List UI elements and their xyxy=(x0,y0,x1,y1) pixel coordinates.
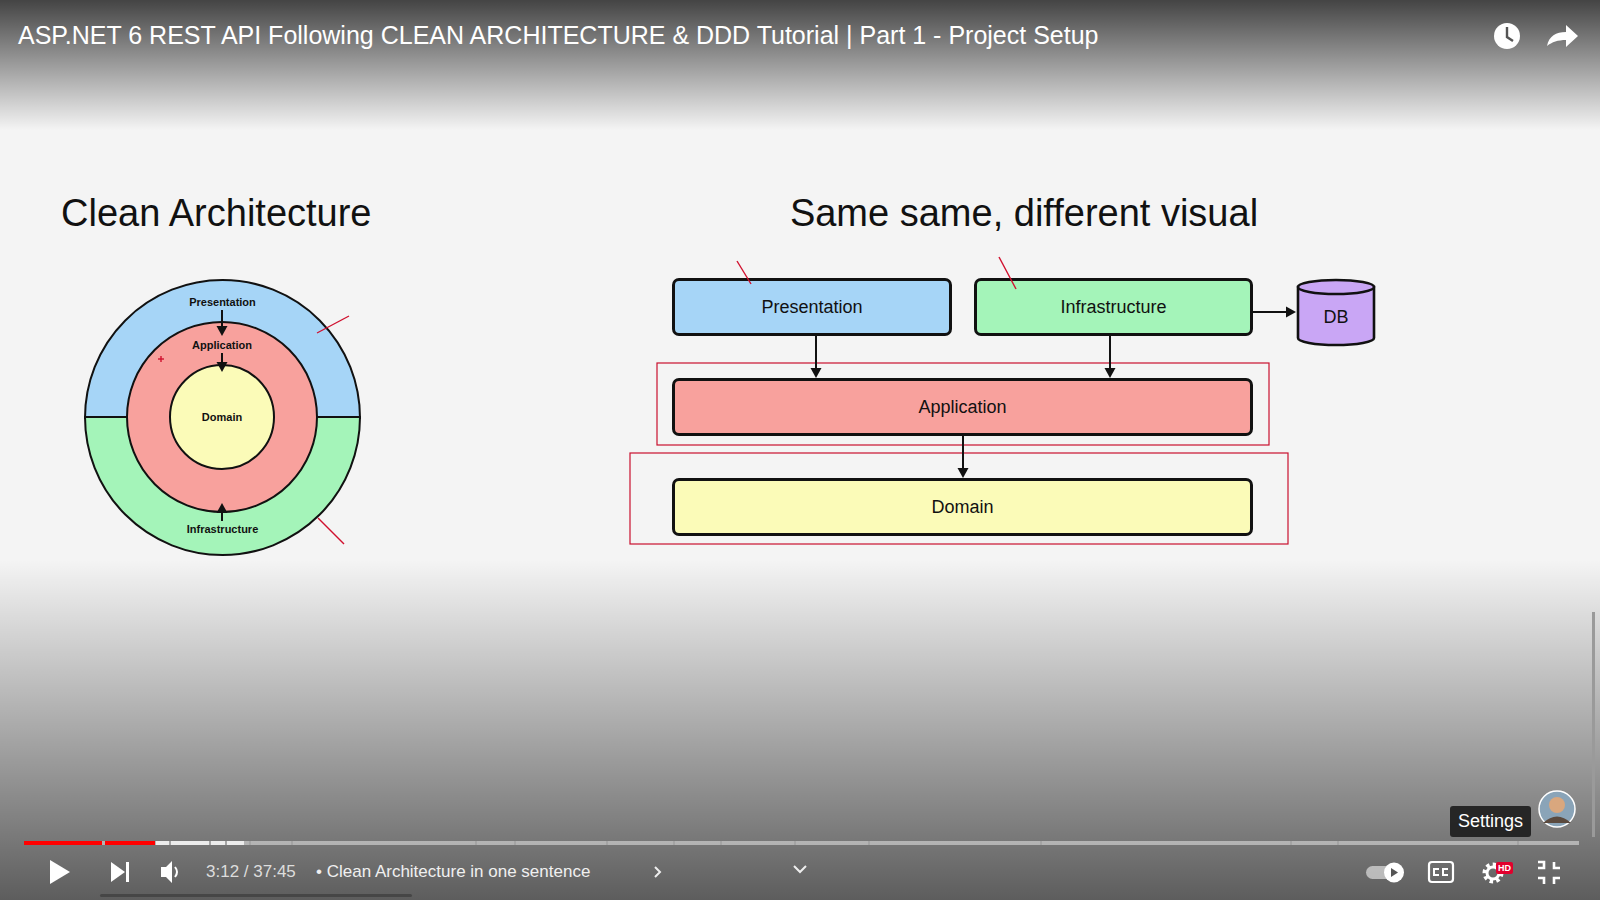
avatar-face xyxy=(1549,797,1565,813)
circle-shape xyxy=(170,365,274,469)
channel-avatar xyxy=(1539,791,1575,827)
layer-box: Infrastructure xyxy=(974,278,1253,336)
share-icon xyxy=(1547,25,1578,47)
core-circle: Domain xyxy=(169,364,275,470)
cylinder-top xyxy=(1298,280,1374,294)
connector-line xyxy=(1109,336,1111,369)
chapter-chevron xyxy=(655,867,660,877)
slide-heading: Clean Architecture xyxy=(61,192,372,235)
pointer-mark xyxy=(318,518,344,544)
volume-icon xyxy=(161,861,172,883)
layer-box: Application xyxy=(672,378,1253,436)
arrow-head xyxy=(958,468,969,478)
plus-mark xyxy=(160,356,161,362)
connector-line xyxy=(221,512,223,521)
connector-arrow xyxy=(1253,307,1296,318)
node-label: Infrastructure xyxy=(1060,297,1166,318)
expand-chevron xyxy=(794,866,806,872)
avatar-body xyxy=(1543,817,1571,824)
captions-icon xyxy=(1429,862,1453,882)
connector-line xyxy=(1253,311,1287,313)
arrow-head xyxy=(1105,368,1116,378)
node-label: Infrastructure xyxy=(187,523,259,535)
hd-badge: HD xyxy=(1496,862,1513,874)
highlight-rect xyxy=(630,453,1288,544)
video-title: ASP.NET 6 REST API Following CLEAN ARCHI… xyxy=(18,21,1098,50)
slide-heading: Same same, different visual xyxy=(724,192,1324,235)
progress-played xyxy=(24,841,102,845)
connector-arrow xyxy=(958,436,969,478)
node-label: Application xyxy=(192,339,252,351)
connector-arrow xyxy=(1105,336,1116,378)
connector-line xyxy=(962,436,964,469)
progress-track xyxy=(24,841,1579,845)
autoplay-play xyxy=(1391,868,1398,877)
node-label: Domain xyxy=(202,411,242,423)
connector-arrow xyxy=(811,336,822,378)
next-icon-bar xyxy=(126,862,129,882)
node-label: Domain xyxy=(931,497,993,518)
captions-glyph xyxy=(1434,869,1448,875)
layer-box: Presentation xyxy=(672,278,952,336)
scrollbar xyxy=(1592,612,1595,837)
arrow-head xyxy=(1286,307,1296,318)
connector-line xyxy=(815,336,817,369)
layer-box: Domain xyxy=(672,478,1253,536)
clock-hands xyxy=(1507,27,1513,41)
volume-wave xyxy=(175,867,177,877)
node-label: Presentation xyxy=(189,296,256,308)
cylinder-body xyxy=(1298,287,1374,345)
node-label: DB xyxy=(1323,307,1348,328)
node-label: Application xyxy=(918,397,1006,418)
autoplay-knob xyxy=(1384,863,1404,883)
layer-ring: ApplicationDomain xyxy=(126,321,318,513)
progress-played xyxy=(105,841,155,845)
time-display: 3:12 / 37:45 xyxy=(206,862,296,882)
play-icon xyxy=(50,860,70,884)
progress-buffer xyxy=(156,841,244,845)
circle-shape xyxy=(127,322,317,512)
connector-line xyxy=(221,353,223,363)
exit-fullscreen-icon xyxy=(1538,862,1560,884)
next-icon xyxy=(111,862,125,882)
watch-later-icon xyxy=(1494,23,1520,49)
chapter-gaps xyxy=(169,841,1519,845)
database-cylinder: DB xyxy=(1296,278,1376,347)
half-disk xyxy=(85,417,360,555)
settings-tooltip: Settings xyxy=(1450,806,1531,837)
connector-line xyxy=(221,310,223,327)
highlight-rect xyxy=(657,363,1269,445)
arrow-head xyxy=(811,368,822,378)
chapter-title: • Clean Architecture in one sentence xyxy=(316,862,590,882)
scroll-hint xyxy=(100,894,412,897)
node-label: Presentation xyxy=(761,297,862,318)
